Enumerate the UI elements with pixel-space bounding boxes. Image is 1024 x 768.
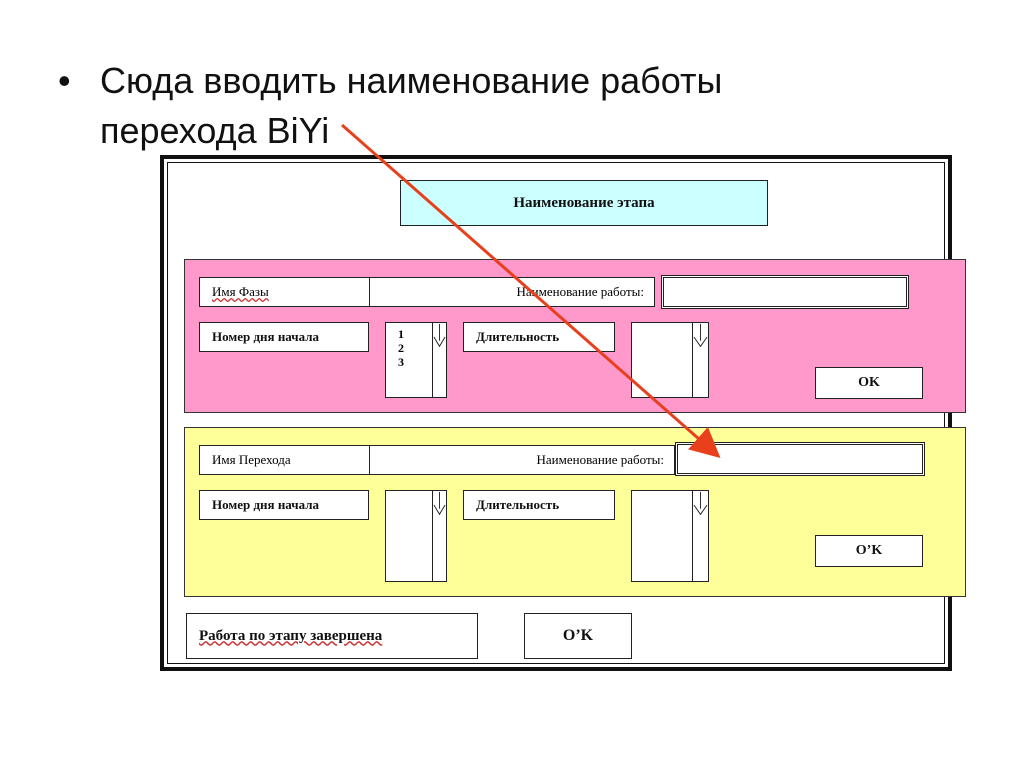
list-item[interactable]: 2 [398, 341, 404, 355]
phase-name-strip: Имя Фазы Наименование работы: [199, 277, 655, 307]
bullet-text-line-1: Сюда вводить наименование работы [100, 60, 723, 101]
transition-name-strip: Имя Перехода Наименование работы: [199, 445, 675, 475]
transition-start-day-label: Номер дня начала [199, 490, 369, 520]
list-item[interactable]: 3 [398, 355, 404, 369]
stage-dialog: Наименование этапа Имя Фазы Наименование… [160, 155, 966, 671]
phase-duration-list[interactable] [631, 322, 709, 398]
phase-name-label-text: Имя Фазы [212, 284, 269, 299]
phase-duration-label: Длительность [463, 322, 615, 352]
transition-work-name-input[interactable] [675, 442, 925, 476]
phase-work-name-input[interactable] [661, 275, 909, 309]
stage-ok-button[interactable]: O’K [524, 613, 632, 659]
phase-duration-scrollbar[interactable] [692, 323, 708, 397]
transition-work-label: Наименование работы: [536, 452, 664, 467]
transition-duration-scrollbar[interactable] [692, 491, 708, 581]
list-item[interactable]: 1 [398, 327, 404, 341]
transition-start-day-list[interactable] [385, 490, 447, 582]
chevron-down-icon[interactable] [433, 323, 446, 351]
stage-title: Наименование этапа [400, 180, 768, 226]
transition-duration-label: Длительность [463, 490, 615, 520]
transition-name-label: Имя Перехода [200, 446, 370, 474]
transition-ok-button[interactable]: O’K [815, 535, 923, 567]
phase-ok-button[interactable]: OK [815, 367, 923, 399]
phase-panel: Имя Фазы Наименование работы: Номер дня … [184, 259, 966, 413]
stage-done-button[interactable]: Работа по этапу завершена [186, 613, 478, 659]
transition-duration-list[interactable] [631, 490, 709, 582]
phase-start-day-scrollbar[interactable] [432, 323, 446, 397]
stage-done-label: Работа по этапу завершена [199, 627, 383, 644]
bullet-text-line-2: перехода BiYi [100, 110, 330, 151]
transition-start-day-scrollbar[interactable] [432, 491, 446, 581]
bullet-text: Сюда вводить наименование работы переход… [100, 56, 980, 156]
stage-dialog-inner: Наименование этапа Имя Фазы Наименование… [167, 162, 966, 664]
bullet-marker: • [58, 60, 71, 101]
chevron-down-icon[interactable] [693, 323, 708, 351]
chevron-down-icon[interactable] [433, 491, 446, 519]
phase-start-day-options: 1 2 3 [398, 327, 404, 369]
transition-panel: Имя Перехода Наименование работы: Номер … [184, 427, 966, 597]
phase-name-label: Имя Фазы [200, 278, 370, 306]
phase-start-day-label: Номер дня начала [199, 322, 369, 352]
phase-work-label: Наименование работы: [516, 284, 644, 299]
phase-start-day-list[interactable]: 1 2 3 [385, 322, 447, 398]
chevron-down-icon[interactable] [693, 491, 708, 519]
